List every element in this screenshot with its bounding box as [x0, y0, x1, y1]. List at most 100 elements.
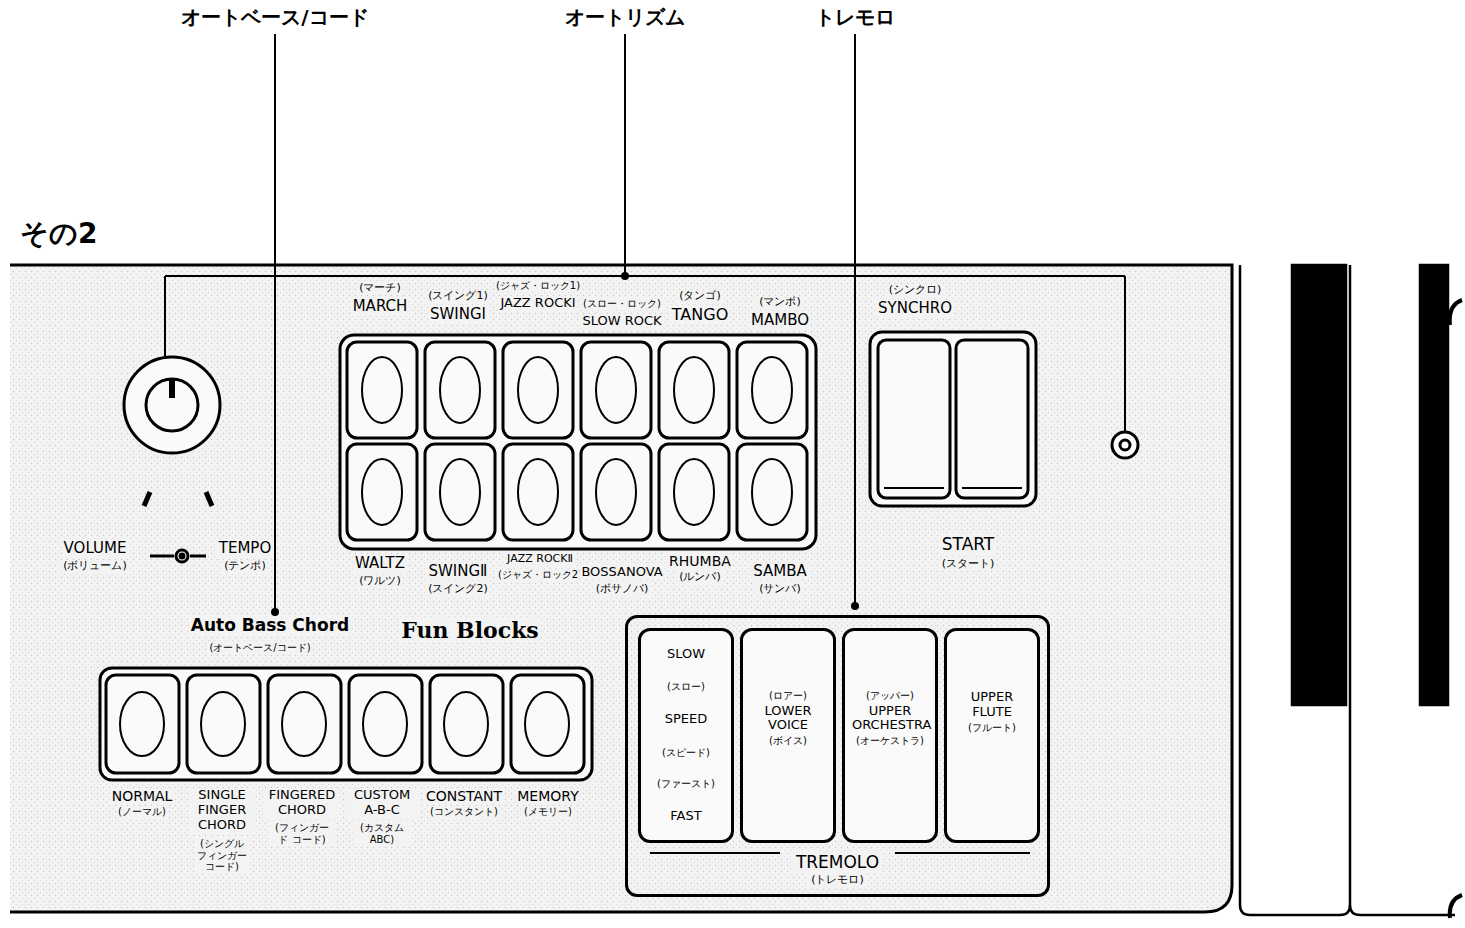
abc-button — [349, 675, 422, 773]
control-label: (シンクロ) — [887, 284, 944, 297]
control-label: (マンボ) — [757, 296, 803, 309]
control-label: (スイング1) — [426, 290, 490, 303]
callout-label: オートベース/コード — [179, 6, 370, 29]
rhythm-button — [503, 444, 573, 540]
control-label: START — [940, 535, 996, 555]
control-label: SYNCHRO — [876, 300, 954, 317]
button-dimple — [282, 692, 326, 756]
button-dimple — [444, 692, 488, 756]
control-label: SLOW ROCK — [580, 314, 663, 329]
rhythm-button — [425, 342, 495, 438]
button-label: (オーケストラ) — [852, 734, 928, 748]
abc-button — [106, 675, 179, 773]
button-label: (ボイス) — [765, 734, 811, 748]
control-label: (ワルツ) — [357, 575, 403, 588]
control-label: CUSTOM A-B-C — [345, 788, 419, 818]
rhythm-button — [659, 444, 729, 540]
button-dimple — [440, 459, 480, 525]
button-dimple — [674, 459, 714, 525]
control-label: NORMAL — [110, 788, 175, 804]
rhythm-button — [737, 342, 807, 438]
leader-line — [624, 34, 626, 276]
tremolo-button: (ロアー)LOWER VOICE(ボイス) — [740, 628, 836, 843]
control-label: (スタート) — [940, 558, 997, 571]
page-heading: その2 — [20, 218, 97, 250]
control-label: CONSTANT — [424, 788, 504, 804]
leader-line — [1124, 276, 1126, 431]
control-label: (ジャズ・ロック1) — [494, 280, 582, 292]
button-label: UPPER ORCHESTRA — [848, 703, 932, 735]
control-label: MARCH — [351, 298, 410, 315]
button-dimple — [525, 692, 569, 756]
button-dimple — [518, 459, 558, 525]
leader-dot — [851, 602, 859, 610]
control-label: (オートベース/コード) — [207, 642, 312, 654]
button-label: (アッパー) — [862, 689, 918, 703]
leader-line — [165, 275, 1125, 277]
button-dimple — [596, 357, 636, 423]
control-label: BOSSANOVA — [579, 565, 664, 580]
control-label: SWINGⅡ — [426, 563, 489, 580]
button-dimple — [120, 692, 164, 756]
control-label: TANGO — [670, 306, 730, 324]
control-label: RHUMBA — [667, 553, 733, 569]
control-label: (ノーマル) — [116, 806, 168, 818]
rhythm-buttons — [340, 335, 816, 549]
rhythm-button — [503, 342, 573, 438]
tremolo-button: SLOW(スロー)SPEED(スピード)(ファースト)FAST — [638, 628, 734, 843]
leader-line — [164, 276, 166, 356]
group-label: TREMOLO — [792, 852, 883, 874]
button-label: (スピード) — [658, 746, 714, 760]
leader-line — [854, 34, 856, 606]
control-label: (サンバ) — [757, 583, 803, 596]
control-label: (メモリー) — [522, 806, 574, 818]
button-label: (ファースト) — [653, 777, 719, 791]
rhythm-button — [347, 342, 417, 438]
control-label: FINGERED CHORD — [264, 788, 340, 818]
control-label: SWINGⅠ — [428, 306, 488, 323]
control-label: (タンゴ) — [677, 290, 723, 303]
button-dimple — [201, 692, 245, 756]
group-label: (トレモロ) — [807, 873, 868, 888]
control-label: (フィンガード コード) — [269, 822, 335, 845]
button-label: (ロアー) — [765, 689, 811, 703]
leader-lines — [165, 34, 1125, 616]
control-label: VOLUME — [62, 540, 129, 557]
control-label: (スロー・ロック) — [581, 298, 663, 310]
control-label: (テンポ) — [222, 560, 268, 573]
leader-dot — [271, 608, 279, 616]
button-label: SPEED — [661, 711, 712, 728]
button-dimple — [363, 692, 407, 756]
tempo-knob — [124, 357, 220, 562]
control-label: JAZZ ROCKⅠ — [498, 296, 577, 311]
control-label: (コンスタント) — [428, 806, 500, 818]
rhythm-frame — [340, 335, 816, 549]
rhythm-button — [659, 342, 729, 438]
control-label: MAMBO — [749, 312, 811, 329]
control-label: (マーチ) — [357, 282, 403, 295]
control-label: (ジャズ・ロック2) — [496, 569, 584, 581]
control-label: (ボサノバ) — [594, 583, 651, 596]
callout-label: オートリズム — [563, 6, 687, 29]
button-dimple — [674, 357, 714, 423]
button-dimple — [596, 459, 636, 525]
leader-dot — [621, 272, 629, 280]
control-label: (ボリューム) — [61, 560, 129, 573]
rhythm-button — [581, 444, 651, 540]
control-label: JAZZ ROCKⅡ — [505, 553, 575, 566]
button-label: (スロー) — [663, 680, 709, 694]
control-label: SAMBA — [751, 563, 809, 580]
control-label: (ルンバ) — [677, 571, 723, 584]
keyboard — [1240, 265, 1462, 918]
control-label: Fun Blocks — [399, 618, 541, 643]
control-label: MEMORY — [515, 788, 580, 804]
button-label: UPPER FLUTE — [950, 689, 1034, 721]
control-label: (スイング2) — [426, 583, 490, 596]
rhythm-button — [581, 342, 651, 438]
abc-frame — [100, 668, 592, 780]
callout-label: トレモロ — [813, 6, 897, 29]
rhythm-button — [347, 444, 417, 540]
control-label: SINGLE FINGER CHORD — [189, 788, 255, 833]
button-dimple — [518, 357, 558, 423]
auto-bass-chord-buttons — [100, 668, 592, 780]
